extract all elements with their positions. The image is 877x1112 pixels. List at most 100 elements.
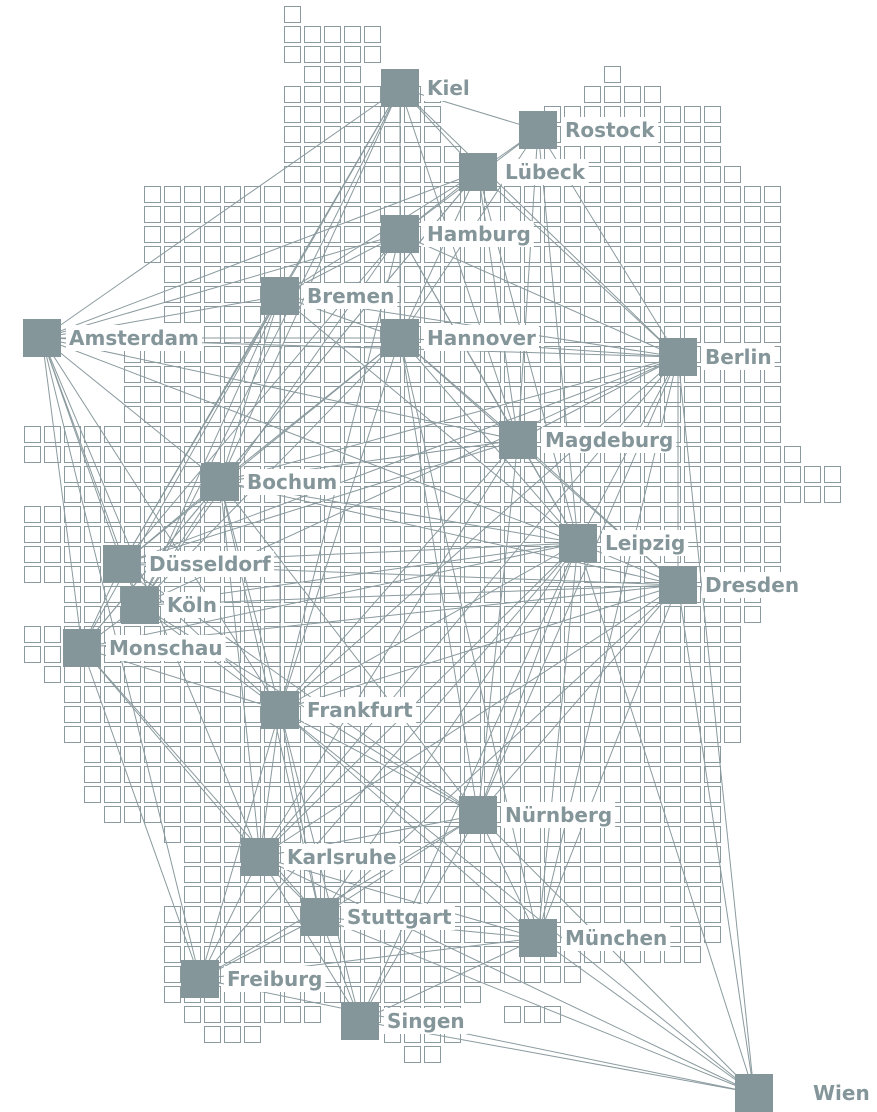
grid-cell [484,526,501,543]
grid-cell [204,426,221,443]
connection-line-leipzig-wien [577,542,755,1094]
grid-cell [744,446,761,463]
grid-cell [304,66,321,83]
city-label-group-wien: Wien [810,1080,873,1106]
grid-cell [644,466,661,483]
city-node-leipzig [559,524,597,562]
grid-cell [604,386,621,403]
grid-cell [464,526,481,543]
grid-cell [364,766,381,783]
grid-cell [404,886,421,903]
grid-cell [564,366,581,383]
grid-cell [584,706,601,723]
grid-cell [104,806,121,823]
grid-cell [444,866,461,883]
grid-cell [604,226,621,243]
connection-line-hannover-leipzig [399,337,579,544]
grid-cell [444,646,461,663]
grid-cell [84,726,101,743]
grid-cell [584,846,601,863]
city-label-singen: Singen [387,1009,465,1033]
grid-cell [724,426,741,443]
grid-cell [664,466,681,483]
grid-cell [644,506,661,523]
grid-cell [84,766,101,783]
grid-cell [364,106,381,123]
grid-cell [204,306,221,323]
grid-cell [584,206,601,223]
grid-cell [244,426,261,443]
grid-cell [504,246,521,263]
grid-cell [484,886,501,903]
grid-cell [524,966,541,983]
connection-line-bremen-monschau [81,295,281,649]
grid-cell [484,646,501,663]
grid-cell [224,766,241,783]
grid-cell [304,646,321,663]
grid-cell [464,506,481,523]
grid-cell [444,986,461,1003]
grid-cell [404,966,421,983]
city-label-group-bochum: Bochum [244,469,341,495]
grid-cell [604,886,621,903]
grid-cell [384,146,401,163]
grid-cell [324,226,341,243]
grid-cell [484,866,501,883]
grid-cell [544,566,561,583]
grid-cell [644,386,661,403]
grid-cell [704,766,721,783]
grid-cell [704,166,721,183]
grid-cell [604,786,621,803]
grid-cell [624,806,641,823]
grid-cell [724,266,741,283]
grid-cell [464,906,481,923]
grid-cell [644,806,661,823]
grid-cell [424,666,441,683]
grid-cell [244,1006,261,1023]
grid-cell [604,186,621,203]
grid-cell [284,126,301,143]
grid-cell [764,386,781,403]
grid-cell [324,346,341,363]
connection-line-hannover-muenchen [399,337,539,939]
city-node-amsterdam [23,319,61,357]
grid-cell [384,506,401,523]
grid-cell [284,26,301,43]
grid-cell [224,826,241,843]
grid-cell [584,146,601,163]
grid-cell [544,366,561,383]
grid-cell [684,606,701,623]
grid-cell [704,206,721,223]
grid-cell [804,486,821,503]
city-label-group-berlin: Berlin [702,344,775,370]
grid-cell [304,726,321,743]
grid-cell [284,106,301,123]
grid-cell [444,366,461,383]
grid-cell [704,606,721,623]
grid-cell [764,266,781,283]
grid-cell [184,806,201,823]
grid-cell [504,946,521,963]
grid-cell [304,526,321,543]
grid-cell [464,946,481,963]
grid-cell [524,786,541,803]
grid-cell [124,426,141,443]
grid-cell [24,546,41,563]
grid-cell [424,706,441,723]
grid-cell [664,246,681,263]
grid-cell [164,366,181,383]
grid-cell [564,206,581,223]
grid-cell [164,926,181,943]
grid-cell [344,486,361,503]
grid-cell [704,546,721,563]
grid-cell [164,766,181,783]
grid-cell [724,386,741,403]
grid-cell [344,526,361,543]
connection-line-kiel-amsterdam [41,87,401,339]
grid-cell [184,766,201,783]
grid-cell [464,426,481,443]
grid-cell [44,646,61,663]
grid-cell [264,1006,281,1023]
grid-cell [644,726,661,743]
grid-cell [484,406,501,423]
